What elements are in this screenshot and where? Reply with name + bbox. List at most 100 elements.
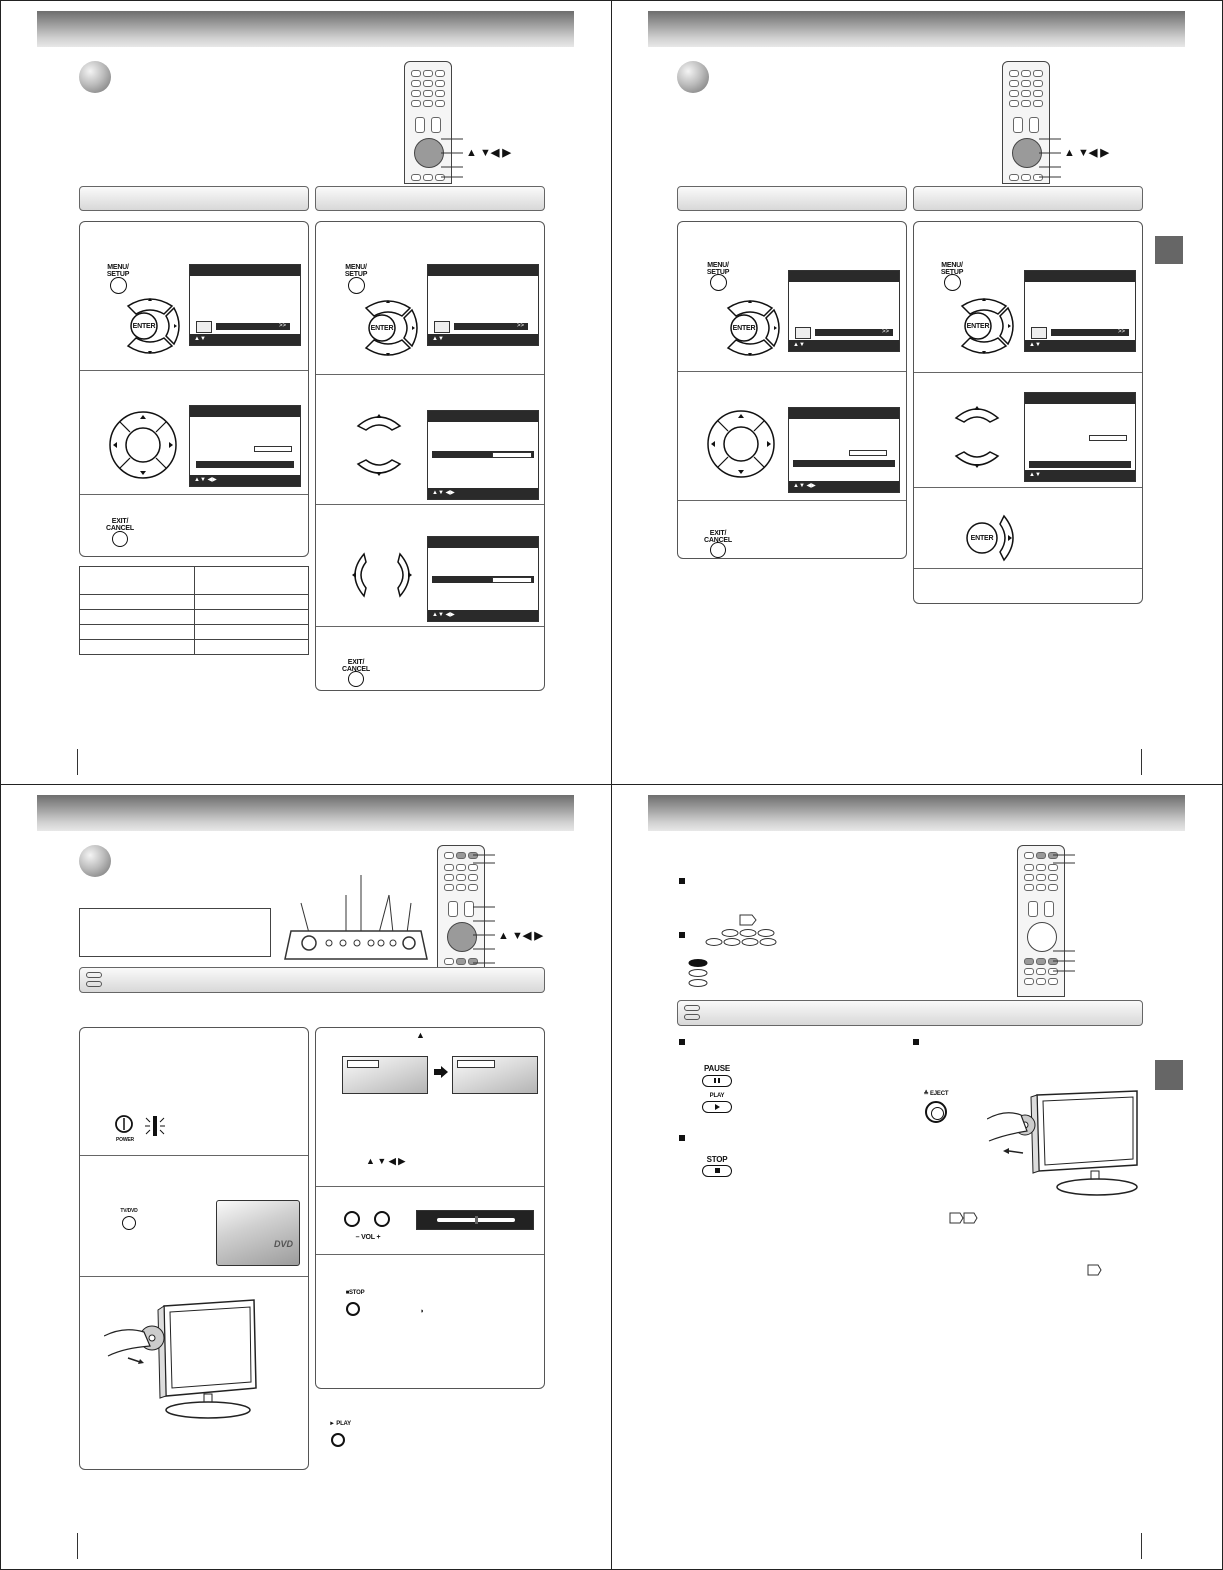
osd-nav-hint: ▲▼ ◀▶: [789, 481, 899, 492]
disc-type-icons: [705, 914, 777, 946]
play-button[interactable]: [331, 1433, 345, 1447]
eject-button[interactable]: [925, 1101, 947, 1123]
arrow-buttons-label: ▲ ▼◀ ▶: [498, 930, 543, 942]
column-heading-bar: [913, 186, 1143, 211]
resume-icon: ◗: [420, 1308, 425, 1315]
procedure-panel: MENU/ SETUP ENTER >> ▲▼: [913, 221, 1143, 604]
remote-control-icon: [1017, 845, 1065, 997]
enter-dpad-icon[interactable]: [720, 294, 780, 362]
standby-indicator-icon: [145, 1116, 165, 1136]
play-label: PLAY: [709, 1093, 725, 1099]
column-heading-bar: [79, 186, 309, 211]
page-header-bar: [648, 11, 1185, 47]
exit-cancel-button[interactable]: [710, 542, 726, 558]
enter-label: ENTER: [370, 325, 394, 332]
enter-dpad-icon[interactable]: [120, 292, 180, 360]
stop-button[interactable]: [346, 1302, 360, 1316]
page-header-bar: [37, 795, 574, 831]
osd-after-screen: [452, 1056, 538, 1094]
bullet-square: [679, 1135, 685, 1141]
dvd-disc-icons: [688, 959, 708, 987]
play-label: ► PLAY: [329, 1421, 351, 1427]
stop-label: ■STOP: [345, 1290, 365, 1296]
page-number-rule: [1141, 749, 1142, 775]
osd-screen: >> ▲▼: [427, 264, 539, 346]
section-bullet-icon: [79, 845, 111, 877]
pause-label: PAUSE: [704, 1064, 730, 1073]
exit-cancel-button[interactable]: [112, 531, 128, 547]
exit-cancel-button[interactable]: [348, 671, 364, 687]
disc-type-icon: [1087, 1264, 1102, 1276]
up-button-icon[interactable]: [356, 408, 402, 432]
osd-nav-hint: ▲▼: [1025, 340, 1135, 351]
four-way-dpad-icon[interactable]: [108, 410, 178, 480]
page-bottom-left: ▲ ▼◀ ▶ POWER TV/DVD DVD: [0, 784, 612, 1570]
enter-dpad-icon[interactable]: [954, 292, 1014, 360]
exit-cancel-label: EXIT/ CANCEL: [342, 659, 370, 673]
menu-setup-button[interactable]: [944, 274, 961, 291]
procedure-panel: MENU/ SETUP ENTER >> ▲▼: [677, 221, 907, 559]
callout-lines: [473, 854, 495, 964]
osd-nav-hint: ▲▼ ◀▶: [428, 488, 538, 499]
front-panel-controls-icon: [284, 875, 428, 960]
osd-screen: ▲▼ ◀▶: [189, 405, 301, 487]
menu-setup-label: MENU/ SETUP: [106, 264, 130, 278]
power-button-icon[interactable]: [114, 1114, 134, 1134]
arrow-buttons-label: ▲ ▼◀ ▶: [1064, 147, 1109, 159]
page-number-rule: [77, 1533, 78, 1559]
tv-dvd-label: TV/DVD: [120, 1208, 138, 1214]
vol-down-button[interactable]: [344, 1211, 360, 1227]
right-arrow-icon: [434, 1066, 448, 1078]
arrow-buttons-label: ▲ ▼ ◀ ▶: [366, 1156, 406, 1166]
more-indicator: >>: [516, 323, 524, 329]
disc-type-icons: [949, 1212, 978, 1224]
osd-nav-hint: ▲▼ ◀▶: [190, 475, 300, 486]
stop-button[interactable]: [702, 1165, 732, 1177]
settings-table: [79, 566, 309, 655]
bullet-square: [679, 932, 685, 938]
remote-control-icon: [404, 61, 452, 184]
bullet-square: [913, 1039, 919, 1045]
menu-setup-label: MENU/ SETUP: [344, 264, 368, 278]
osd-before-screen: [342, 1056, 428, 1094]
eject-arrow-icon: ▲: [416, 1030, 425, 1040]
right-button-icon[interactable]: [396, 552, 418, 598]
down-button-icon[interactable]: [356, 458, 402, 482]
osd-screen: ▲▼ ◀▶: [427, 410, 539, 500]
arrow-buttons-label: ▲ ▼◀ ▶: [466, 147, 511, 159]
up-button-icon[interactable]: [954, 400, 1000, 424]
osd-nav-hint: ▲▼ ◀▶: [428, 610, 538, 621]
vol-up-button[interactable]: [374, 1211, 390, 1227]
chapter-tab: [1155, 1060, 1183, 1090]
menu-setup-button[interactable]: [348, 277, 365, 294]
disc-compat-bar: [677, 1000, 1143, 1026]
more-indicator: >>: [278, 323, 286, 329]
page-number-rule: [77, 749, 78, 775]
callout-lines: [1053, 854, 1075, 972]
osd-nav-hint: ▲▼: [190, 334, 300, 345]
osd-screen: >> ▲▼: [788, 270, 900, 352]
enter-dpad-icon[interactable]: [358, 294, 418, 362]
procedure-panel: MENU/ SETUP ENTER >> ▲▼: [315, 221, 545, 691]
section-bullet-icon: [677, 61, 709, 93]
note-box: [79, 908, 271, 957]
tv-dvd-button[interactable]: [122, 1216, 136, 1230]
menu-setup-button[interactable]: [110, 277, 127, 294]
osd-screen: ▲▼ ◀▶: [427, 536, 539, 622]
remote-control-icon: [1002, 61, 1050, 184]
play-button[interactable]: [702, 1101, 732, 1113]
osd-screen: ▲▼: [1024, 392, 1136, 482]
page-header-bar: [37, 11, 574, 47]
dvd-splash-screen: DVD: [216, 1200, 300, 1266]
osd-nav-hint: ▲▼: [789, 340, 899, 351]
down-button-icon[interactable]: [954, 450, 1000, 474]
procedure-panel: ▲ ▲ ▼ ◀ ▶ – VOL + ■STOP ◗: [315, 1027, 545, 1389]
pause-button[interactable]: [702, 1075, 732, 1087]
callout-lines: [441, 138, 463, 178]
enter-right-button-icon[interactable]: [962, 514, 1020, 562]
left-button-icon[interactable]: [346, 552, 368, 598]
eject-label: ≜ EJECT: [923, 1091, 949, 1097]
menu-setup-button[interactable]: [710, 274, 727, 291]
four-way-dpad-icon[interactable]: [706, 409, 776, 479]
page-top-right: ▲ ▼◀ ▶ MENU/ SETUP ENTER >> ▲▼: [611, 0, 1223, 785]
